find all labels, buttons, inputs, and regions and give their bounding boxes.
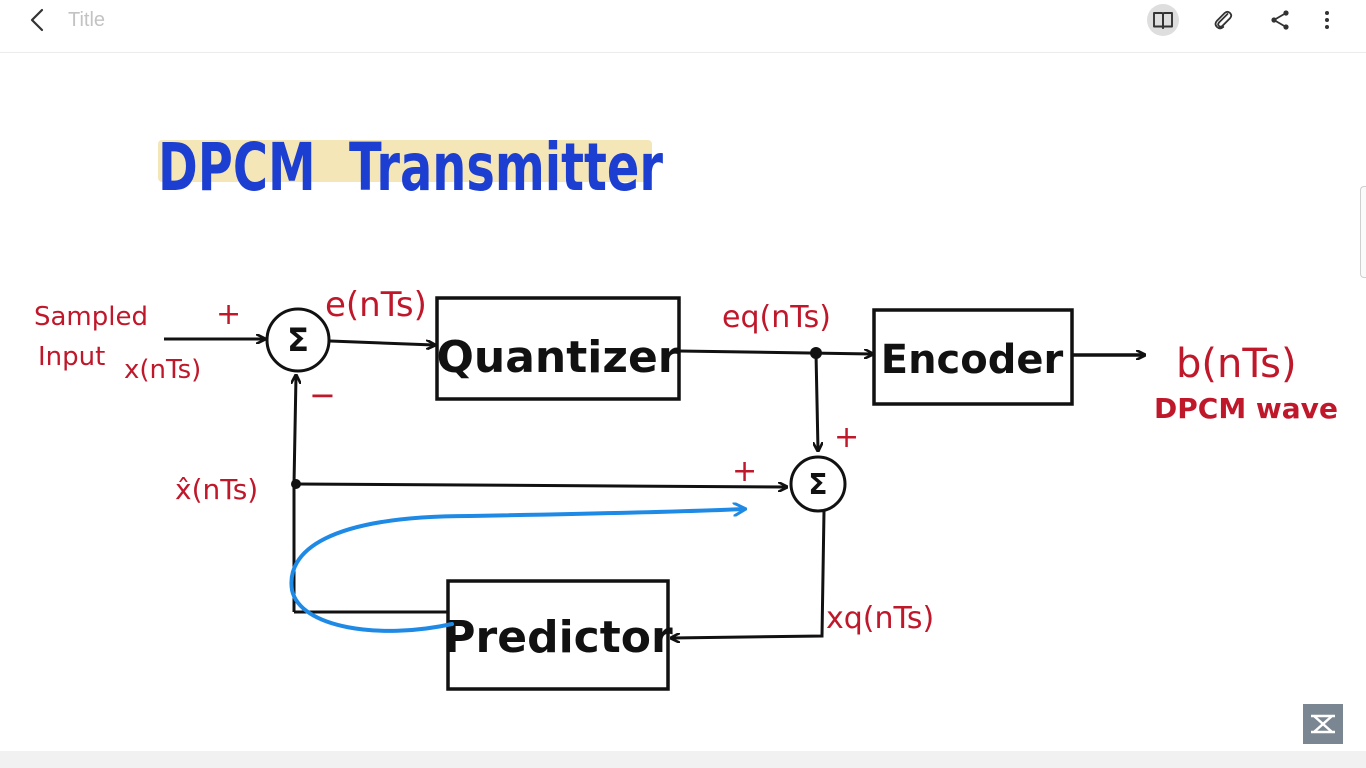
predictor-label: Predictor: [443, 612, 673, 663]
predictor-block: [446, 579, 670, 691]
page-heading: DPCM Transmitter: [158, 129, 663, 206]
quantizer-label: Quantizer: [436, 332, 679, 383]
back-icon[interactable]: [24, 6, 52, 34]
feedback-path-annotation: [289, 509, 744, 633]
quantized-signal-to-predictor: [672, 510, 826, 638]
paperclip-icon[interactable]: [1207, 4, 1239, 36]
channel-logo: [1303, 704, 1343, 744]
quantizer-block: [435, 296, 681, 401]
prediction-to-input-summer: [294, 376, 296, 612]
input-label-line1: Sampled: [34, 302, 148, 332]
encoder-block: [872, 308, 1074, 406]
reconstruction-summer: [789, 455, 847, 513]
note-canvas[interactable]: DPCM Transmitter Sampled Input x(nTs) + …: [0, 53, 1366, 751]
prediction-plus-sign: +: [732, 454, 757, 489]
more-vertical-icon[interactable]: [1311, 4, 1343, 36]
output-wave-label: DPCM wave: [1154, 392, 1338, 425]
app-toolbar: Title: [0, 0, 1366, 53]
encoder-label: Encoder: [881, 337, 1064, 383]
error-arrow: [329, 339, 434, 345]
error-signal-label: e(nTs): [325, 285, 427, 325]
feedback-minus-sign: −: [309, 376, 336, 414]
quantized-error-arrow: [678, 351, 872, 354]
input-signal-label: x(nTs): [124, 355, 201, 385]
prediction-signal-label: x̂(nTs): [175, 473, 258, 506]
quantized-plus-sign: +: [834, 420, 859, 455]
input-summer-symbol: Σ: [287, 321, 309, 359]
quantized-error-to-summer: [816, 352, 818, 450]
input-plus-sign: +: [216, 297, 241, 332]
scroll-handle[interactable]: [1360, 186, 1366, 278]
quantized-signal-label: xq(nTs): [826, 601, 934, 636]
heading-highlight: [158, 140, 652, 182]
input-summer: [265, 307, 331, 373]
quantized-error-label: eq(nTs): [722, 300, 831, 335]
bottom-bar: [0, 751, 1366, 768]
prediction-to-summer-arrow: [295, 484, 786, 487]
reconstruction-summer-symbol: Σ: [808, 468, 827, 501]
output-signal-label: b(nTs): [1176, 341, 1297, 387]
input-label-line2: Input: [38, 342, 105, 372]
note-title[interactable]: Title: [68, 9, 106, 31]
book-icon[interactable]: [1147, 4, 1179, 36]
share-icon[interactable]: [1264, 4, 1296, 36]
